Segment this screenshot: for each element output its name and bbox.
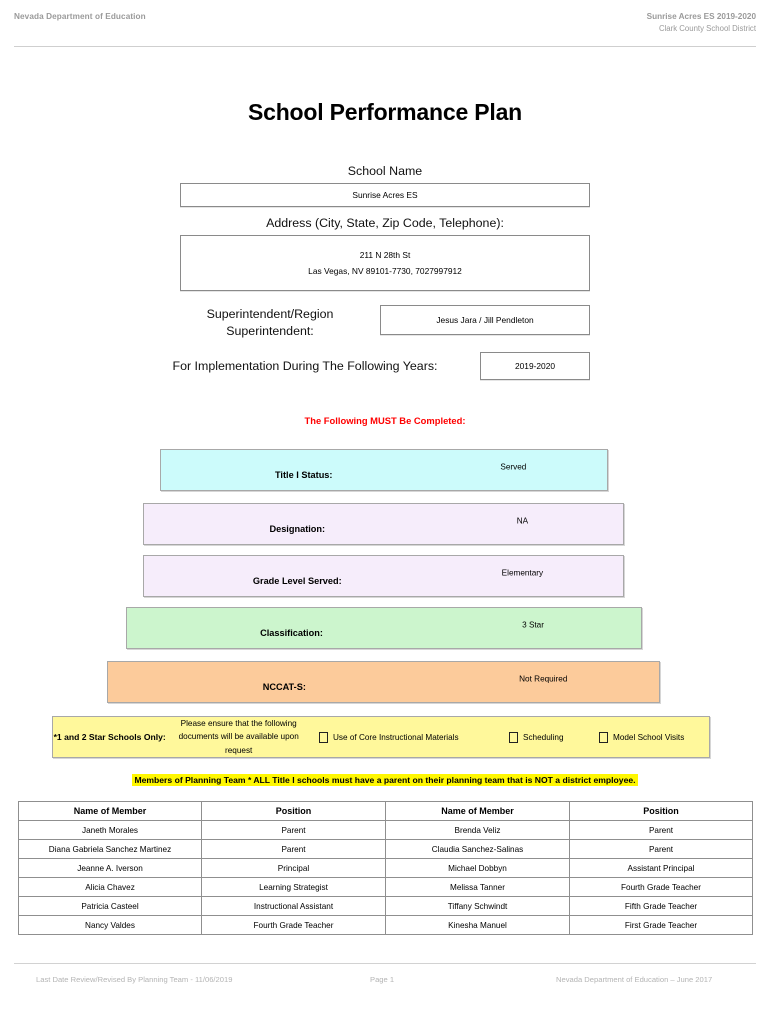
address-label: Address (City, State, Zip Code, Telephon… [266, 216, 504, 230]
school-name-field[interactable]: Sunrise Acres ES [180, 183, 590, 207]
planning-team-note-text: Members of Planning Team * ALL Title I s… [132, 774, 638, 786]
superintendent-label-line-1: Superintendent/Region [206, 307, 334, 321]
page-title: School Performance Plan [247, 99, 523, 125]
footer-divider [14, 963, 756, 964]
member-position-cell: Parent [569, 839, 753, 859]
member-name-cell: Tiffany Schwindt [385, 896, 570, 916]
header-school-info: Sunrise Acres ES 2019-2020 Clark County … [647, 12, 756, 33]
member-position-cell: Parent [201, 839, 386, 859]
status-bar-classification[interactable]: Classification: 3 Star [126, 607, 642, 649]
column-header-position-2: Position [569, 801, 753, 821]
star-schools-note-line-1: Please ensure that the following [180, 719, 297, 729]
address-value-stack: 211 N 28th St Las Vegas, NV 89101-7730, … [308, 247, 462, 280]
member-position-cell: Fourth Grade Teacher [201, 915, 386, 935]
status-bar-nccat-s-label: NCCAT-S: [262, 682, 306, 692]
school-name-label: School Name [347, 164, 423, 178]
superintendent-value: Jesus Jara / Jill Pendleton [436, 315, 534, 325]
status-bar-nccat-s[interactable]: NCCAT-S: Not Required [107, 661, 660, 703]
member-name-cell: Nancy Valdes [18, 915, 202, 935]
column-header-position-1: Position [201, 801, 386, 821]
status-bar-title-i-label: Title I Status: [274, 470, 333, 480]
member-position-cell: Learning Strategist [201, 877, 386, 897]
member-name-cell: Jeanne A. Iverson [18, 858, 202, 878]
planning-team-note: Members of Planning Team * ALL Title I s… [0, 770, 770, 788]
header-divider [14, 46, 756, 47]
document-header: Nevada Department of Education Sunrise A… [0, 12, 770, 33]
status-bar-classification-value: 3 Star [522, 620, 544, 630]
member-name-cell: Patricia Casteel [18, 896, 202, 916]
member-name-cell: Melissa Tanner [385, 877, 570, 897]
footer-last-revised: Last Date Review/Revised By Planning Tea… [36, 975, 233, 984]
required-notice: The Following MUST Be Completed: [304, 415, 466, 426]
implementation-years-value: 2019-2020 [514, 361, 556, 371]
member-name-cell: Janeth Morales [18, 820, 202, 840]
star-schools-row: *1 and 2 Star Schools Only: Please ensur… [52, 716, 710, 758]
checkbox-icon[interactable] [509, 731, 518, 743]
checkbox-scheduling-label: Scheduling [523, 732, 564, 742]
checkbox-core-instructional-materials[interactable]: Use of Core Instructional Materials [319, 731, 509, 743]
footer-source: Nevada Department of Education – June 20… [556, 975, 713, 984]
member-position-cell: Assistant Principal [569, 858, 753, 878]
member-position-cell: Principal [201, 858, 386, 878]
checkbox-core-instructional-materials-label: Use of Core Instructional Materials [333, 732, 459, 742]
planning-team-members-table: Name of Member Position Name of Member P… [18, 801, 753, 935]
member-position-cell: Fifth Grade Teacher [569, 896, 753, 916]
address-field[interactable]: 211 N 28th St Las Vegas, NV 89101-7730, … [180, 235, 590, 291]
checkbox-model-school-visits[interactable]: Model School Visits [599, 731, 709, 743]
status-bar-classification-label: Classification: [260, 628, 323, 638]
checkbox-scheduling[interactable]: Scheduling [509, 731, 599, 743]
implementation-years-field[interactable]: 2019-2020 [480, 352, 590, 380]
star-schools-label: *1 and 2 Star Schools Only: [53, 732, 166, 742]
status-bar-grade-level-label: Grade Level Served: [252, 576, 342, 586]
address-line-2: Las Vegas, NV 89101-7730, 7027997912 [308, 266, 462, 276]
member-position-cell: Parent [569, 820, 753, 840]
status-bar-grade-level[interactable]: Grade Level Served: Elementary [143, 555, 624, 597]
member-position-cell: Parent [201, 820, 386, 840]
footer-page-number: Page 1 [370, 975, 395, 984]
header-district: Clark County School District [658, 24, 756, 33]
checkbox-icon[interactable] [319, 731, 328, 743]
implementation-years-label: For Implementation During The Following … [172, 359, 438, 373]
column-header-name-1: Name of Member [18, 801, 202, 821]
school-name-value: Sunrise Acres ES [352, 190, 418, 200]
superintendent-label-line-2: Superintendent: [226, 323, 314, 338]
checkbox-model-school-visits-label: Model School Visits [613, 732, 685, 742]
column-header-name-2: Name of Member [385, 801, 570, 821]
star-schools-note: Please ensure that the following documen… [166, 717, 311, 756]
member-position-cell: Fourth Grade Teacher [569, 877, 753, 897]
member-name-cell: Diana Gabriela Sanchez Martinez [18, 839, 202, 859]
member-name-cell: Claudia Sanchez-Salinas [385, 839, 570, 859]
header-school-year: Sunrise Acres ES 2019-2020 [646, 12, 756, 21]
status-bar-designation-value: NA [516, 516, 529, 526]
star-schools-note-line-2: documents will be available upon request [178, 732, 299, 755]
status-bar-designation-label: Designation: [269, 524, 326, 534]
member-position-cell: First Grade Teacher [569, 915, 753, 935]
checkbox-icon[interactable] [599, 731, 608, 743]
status-bar-nccat-s-value: Not Required [519, 674, 568, 684]
status-bar-designation[interactable]: Designation: NA [143, 503, 624, 545]
address-line-1: 211 N 28th St [359, 249, 411, 260]
member-name-cell: Brenda Veliz [385, 820, 570, 840]
status-bar-title-i[interactable]: Title I Status: Served [160, 449, 608, 491]
status-bar-grade-level-value: Elementary [501, 568, 544, 578]
star-schools-checkbox-group: Use of Core Instructional Materials Sche… [311, 731, 709, 743]
header-agency-name: Nevada Department of Education [14, 12, 146, 21]
member-name-cell: Kinesha Manuel [385, 915, 570, 935]
member-name-cell: Michael Dobbyn [385, 858, 570, 878]
superintendent-label: Superintendent/Region Superintendent: [170, 306, 370, 339]
member-position-cell: Instructional Assistant [201, 896, 386, 916]
member-name-cell: Alicia Chavez [18, 877, 202, 897]
status-bar-title-i-value: Served [500, 462, 527, 472]
superintendent-field[interactable]: Jesus Jara / Jill Pendleton [380, 305, 590, 335]
table-header-row: Name of Member Position Name of Member P… [18, 801, 753, 821]
